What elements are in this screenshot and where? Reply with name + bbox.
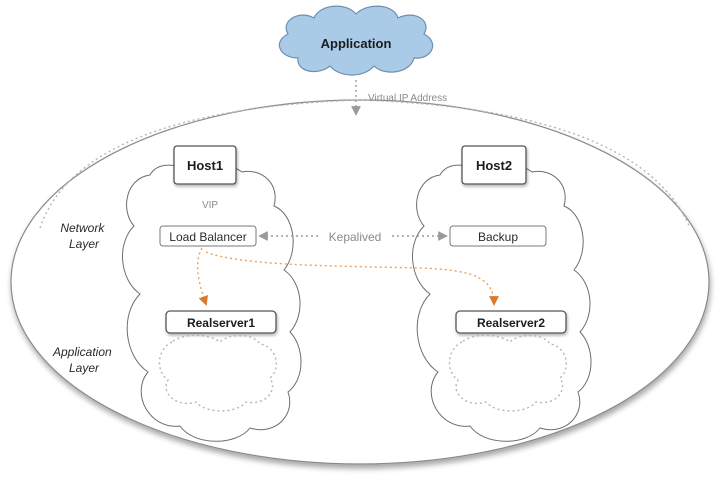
load-balancer-label: Load Balancer (169, 230, 246, 244)
backup-box[interactable] (449, 225, 547, 247)
realserver1-box[interactable] (165, 310, 277, 334)
realserver1-label: Realserver1 (187, 316, 255, 330)
host2-title: Host2 (476, 158, 512, 173)
host2-node: Host2 Backup Realserver2 (412, 145, 592, 442)
vip-link-label: Virtual IP Address (368, 93, 447, 104)
lb-to-realserver2-link (205, 251, 499, 306)
network-layer-label: Network Layer (60, 221, 107, 251)
realserver2-box[interactable] (455, 310, 567, 334)
backup-label: Backup (478, 230, 518, 244)
application-cloud[interactable]: Application (278, 5, 434, 76)
host2-cloud-outline (412, 162, 592, 442)
load-balancer-box[interactable] (159, 225, 257, 247)
host1-title: Host1 (187, 158, 223, 173)
host1-node: Host1 VIP Load Balancer Realserver1 (122, 145, 302, 442)
application-label: Application (321, 36, 392, 51)
realserver2-label: Realserver2 (477, 316, 545, 330)
realserver1-app-cloud (158, 334, 278, 412)
system-boundary-ellipse (10, 99, 710, 465)
host1-vip-label: VIP (202, 200, 218, 211)
host2-title-box[interactable] (461, 145, 527, 185)
host1-title-box[interactable] (173, 145, 237, 185)
application-layer-label: Application Layer (52, 345, 115, 375)
keepalived-label: Kepalived (329, 230, 382, 244)
realserver2-app-cloud (448, 334, 568, 412)
lb-to-realserver1-link (196, 247, 208, 306)
cloud-icon (278, 5, 434, 76)
